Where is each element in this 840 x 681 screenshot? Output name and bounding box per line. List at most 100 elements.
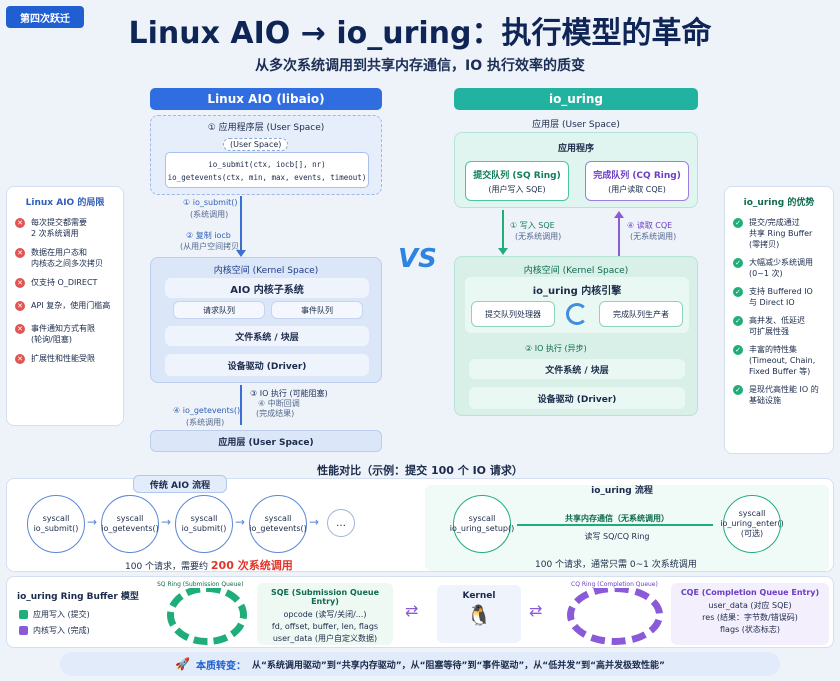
advantage-line: 大幅减少系统调用	[749, 258, 813, 267]
aio-step3-sub2: (完成结果)	[256, 409, 295, 418]
aio-node-line: syscall	[264, 514, 292, 523]
uring-sq-processor: 提交队列处理器	[471, 301, 555, 327]
cqe-box: CQE (Completion Queue Entry) user_data (…	[671, 583, 829, 645]
uring-cq-arrowhead	[614, 211, 624, 218]
footer-prefix: 本质转变：	[195, 660, 246, 672]
x-icon: ✕	[15, 278, 25, 288]
limit-line: 事件通知方式有限	[31, 324, 95, 333]
uring-cq: 完成队列 (CQ Ring)	[593, 171, 681, 181]
sq-ring-graphic	[167, 585, 247, 645]
uring-filesystem: 文件系统 / 块层	[469, 359, 685, 379]
uring-sq-arrowhead	[498, 248, 508, 255]
advantage-line: 可扩展性强	[749, 327, 789, 336]
aio-node-line: io_submit()	[33, 524, 79, 533]
aio-flow-note-text: 100 个请求，需要约	[125, 562, 211, 572]
rocket-icon: 🚀	[175, 657, 190, 671]
advantage-text: 高并发、低延迟可扩展性强	[749, 315, 805, 337]
uring-setup-syscall: syscall	[468, 514, 496, 523]
aio-kernel-space: 内核空间 (Kernel Space) AIO 内核子系统 请求队列 事件队列 …	[150, 257, 382, 383]
aio-code-line-2: io_getevents(ctx, min, max, events, time…	[167, 173, 367, 182]
advantage-line: 支持 Buffered IO	[749, 287, 813, 296]
cq-ring-label: CQ Ring (Completion Queue)	[571, 581, 658, 588]
advantage-item: ✓是现代高性能 IO 的基础设施	[733, 384, 833, 406]
shared-memory-label: 共享内存通信（无系统调用）	[565, 514, 669, 523]
check-icon: ✓	[733, 218, 743, 228]
uring-step2: ② IO 执行 (异步)	[525, 344, 587, 353]
limits-title: Linux AIO 的局限	[25, 198, 105, 208]
advantage-text: 提交/完成通过共享 Ring Buffer(零拷贝)	[749, 217, 812, 250]
aio-step2-sub: (从用户空间拷贝)	[180, 242, 243, 251]
aio-code-line-1: io_submit(ctx, iocb[], nr)	[208, 160, 326, 169]
uring-cq-sub: (用户读取 CQE)	[608, 185, 666, 194]
legend-app-swatch	[19, 610, 28, 619]
uring-driver: 设备驱动 (Driver)	[469, 387, 685, 409]
uring-advantages-panel: io_uring 的优势 ✓提交/完成通过共享 Ring Buffer(零拷贝)…	[724, 186, 834, 454]
check-icon: ✓	[733, 345, 743, 355]
limit-line: 仅支持 O_DIRECT	[31, 278, 98, 287]
aio-filesystem: 文件系统 / 块层	[165, 326, 369, 346]
page-title: Linux AIO → io_uring：执行模型的革命	[128, 16, 712, 51]
shared-memory-arrow	[517, 524, 713, 526]
limit-line: 数据在用户态和	[31, 248, 87, 257]
sqe-line-2: fd, offset, buffer, len, flags	[271, 622, 379, 631]
ring-title: io_uring Ring Buffer 模型	[17, 592, 139, 602]
advantage-line: 共享 Ring Buffer	[749, 229, 813, 238]
uring-step1-sub: (无系统调用)	[515, 232, 562, 241]
limit-text: 扩展性和性能受限	[31, 353, 95, 364]
advantage-item: ✓提交/完成通过共享 Ring Buffer(零拷贝)	[733, 217, 833, 250]
x-icon: ✕	[15, 248, 25, 258]
aio-user-space-title: ① 应用程序层 (User Space)	[207, 123, 325, 133]
sq-kernel-arrows: ⇄	[405, 601, 419, 620]
advantage-text: 丰富的特性集(Timeout, Chain,Fixed Buffer 等)	[749, 344, 815, 377]
perf-title: 性能对比（示例：提交 100 个 IO 请求）	[317, 464, 523, 477]
uring-flow-note: 100 个请求，通常只需 0~1 次系统调用	[535, 560, 697, 570]
check-icon: ✓	[733, 316, 743, 326]
limit-line: (轮询/阻塞)	[31, 335, 72, 344]
aio-arrow-down	[240, 196, 242, 254]
limit-text: 事件通知方式有限 (轮询/阻塞)	[31, 323, 95, 345]
advantage-line: (零拷贝)	[749, 240, 780, 249]
uring-app-layer: 应用层 (User Space)	[532, 120, 620, 130]
advantage-text: 是现代高性能 IO 的基础设施	[749, 384, 819, 406]
advantage-line: 与 Direct IO	[749, 298, 795, 307]
kernel-box: Kernel 🐧	[437, 585, 521, 643]
advantage-line: (Timeout, Chain,	[749, 356, 816, 365]
aio-node-line: syscall	[190, 514, 218, 523]
uring-user-space: 应用程序 提交队列 (SQ Ring) (用户写入 SQE) 完成队列 (CQ …	[454, 132, 698, 208]
x-icon: ✕	[15, 218, 25, 228]
aio-step3-sub1: ④ 中断回调	[258, 399, 300, 408]
advantage-line: 高并发、低延迟	[749, 316, 805, 325]
aio-arrowhead	[236, 250, 246, 257]
uring-enter-syscall: syscall	[738, 509, 766, 518]
footer-banner: 🚀 本质转变： 从“系统调用驱动”到“共享内存驱动”，从“阻塞等待”到“事件驱动…	[60, 652, 780, 676]
limit-line: 扩展性和性能受限	[31, 354, 95, 363]
aio-flow-ellipsis: …	[327, 509, 355, 537]
sq-ring-label: SQ Ring (Submission Queue)	[157, 581, 244, 588]
aio-kernel-title: 内核空间 (Kernel Space)	[213, 266, 319, 276]
uring-cq-box: 完成队列 (CQ Ring) (用户读取 CQE)	[585, 161, 689, 201]
advantage-item: ✓大幅减少系统调用(0~1 次)	[733, 257, 833, 279]
x-icon: ✕	[15, 354, 25, 364]
limit-line: 内核态之间多次拷贝	[31, 259, 103, 268]
aio-node-line: io_getevents()	[249, 524, 307, 533]
advantage-item: ✓ 高并发、低延迟可扩展性强	[733, 315, 833, 337]
vs-label: VS	[398, 244, 437, 274]
advantage-line: Fixed Buffer 等)	[749, 367, 811, 376]
aio-driver: 设备驱动 (Driver)	[165, 354, 369, 376]
sqe-line-1: opcode (读写/关闭/...)	[283, 610, 367, 619]
aio-code-box: io_submit(ctx, iocb[], nr) io_getevents(…	[165, 152, 369, 188]
limit-item: ✕ 仅支持 O_DIRECT	[15, 277, 121, 288]
uring-engine: io_uring 内核引擎 提交队列处理器 完成队列生产者	[465, 277, 689, 333]
aio-flow-note-highlight: 200 次系统调用	[210, 559, 293, 572]
limit-text: API 复杂，使用门槛高	[31, 300, 110, 311]
uring-enter-optional: (可选)	[740, 529, 764, 538]
uring-header: io_uring	[454, 88, 698, 110]
advantage-text: 支持 Buffered IO 与 Direct IO	[749, 286, 813, 308]
uring-sq: 提交队列 (SQ Ring)	[473, 171, 561, 181]
uring-step4-sub: (无系统调用)	[630, 232, 677, 241]
